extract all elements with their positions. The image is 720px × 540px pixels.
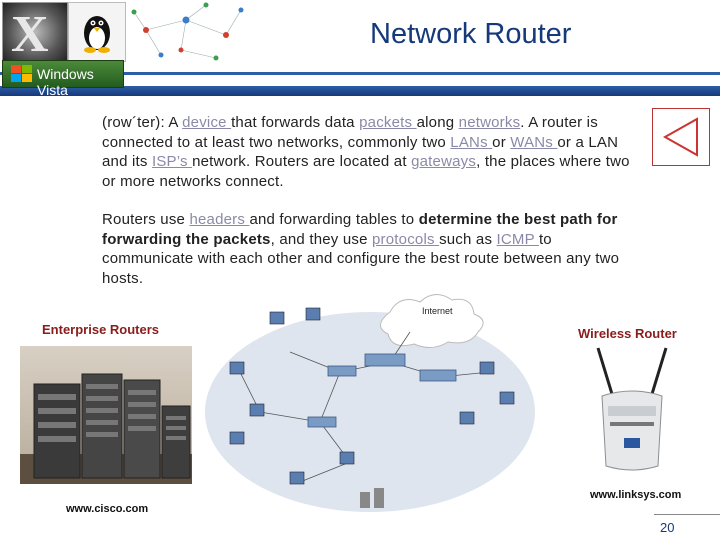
paragraph-text: network. Routers are located at <box>192 153 412 171</box>
linux-penguin-image <box>68 2 126 62</box>
linksys-url: www.linksys.com <box>590 489 682 501</box>
link-networks[interactable]: networks <box>458 114 521 131</box>
link-lans[interactable]: LANs <box>450 133 493 151</box>
footer-rule <box>654 514 720 515</box>
paragraph-text: (row´ter): A <box>102 114 183 131</box>
os-x-logo-letter: X <box>11 6 49 63</box>
link-packets[interactable]: packets <box>359 114 417 131</box>
paragraph-text: or <box>492 133 511 151</box>
paragraph-text: such as <box>439 230 497 248</box>
windows-vista-label: Windows Vista <box>37 66 94 98</box>
os-x-logo-image: X <box>2 2 68 63</box>
paragraph-text: , the places where two or more networks … <box>102 153 630 190</box>
penguin-icon <box>84 16 110 53</box>
network-diagram <box>200 292 540 512</box>
paragraph-text: that forwards data <box>231 114 360 131</box>
cisco-url: www.cisco.com <box>66 503 149 515</box>
link-icmp[interactable]: ICMP <box>496 230 539 248</box>
paragraph-text: Routers use <box>102 211 190 228</box>
wireless-router-image <box>594 346 670 472</box>
paragraph-text: or a LAN and its <box>102 133 619 171</box>
paragraph-text: along <box>416 114 459 131</box>
windows-vista-logo-image: Windows Vista <box>2 60 124 98</box>
header-rule <box>0 72 720 75</box>
paragraph-text: . A router is connected to at least two … <box>102 114 598 151</box>
link-headers[interactable]: headers <box>189 211 250 228</box>
page-title: Network Router <box>370 18 572 50</box>
paragraph-text: and forwarding tables to <box>249 211 419 228</box>
enterprise-routers-image <box>20 346 192 484</box>
network-graph-image <box>126 0 252 66</box>
link-device[interactable]: device <box>182 114 232 131</box>
previous-slide-button[interactable] <box>652 108 710 166</box>
link-protocols[interactable]: protocols <box>372 230 440 248</box>
triangle-left-icon <box>662 117 698 157</box>
enterprise-routers-caption: Enterprise Routers <box>42 322 160 337</box>
wireless-router-caption: Wireless Router <box>578 326 677 341</box>
definition-paragraph: (row´ter): A device that forwards data p… <box>102 113 642 191</box>
page-number: 20 <box>660 520 675 535</box>
header-bar <box>0 86 720 96</box>
link-isps[interactable]: ISP’s <box>151 153 193 171</box>
internet-cloud-label: Internet <box>422 306 453 316</box>
emphasis-text: determine the best path for forwarding t… <box>102 211 618 248</box>
link-wans[interactable]: WANs <box>510 133 558 151</box>
paragraph-text: to communicate with each other and confi… <box>102 230 620 287</box>
windows-flag-icon <box>11 65 32 82</box>
paragraph-text: , and they use <box>270 230 373 248</box>
link-gateways[interactable]: gateways <box>411 153 477 171</box>
routing-paragraph: Routers use headers and forwarding table… <box>102 210 642 288</box>
